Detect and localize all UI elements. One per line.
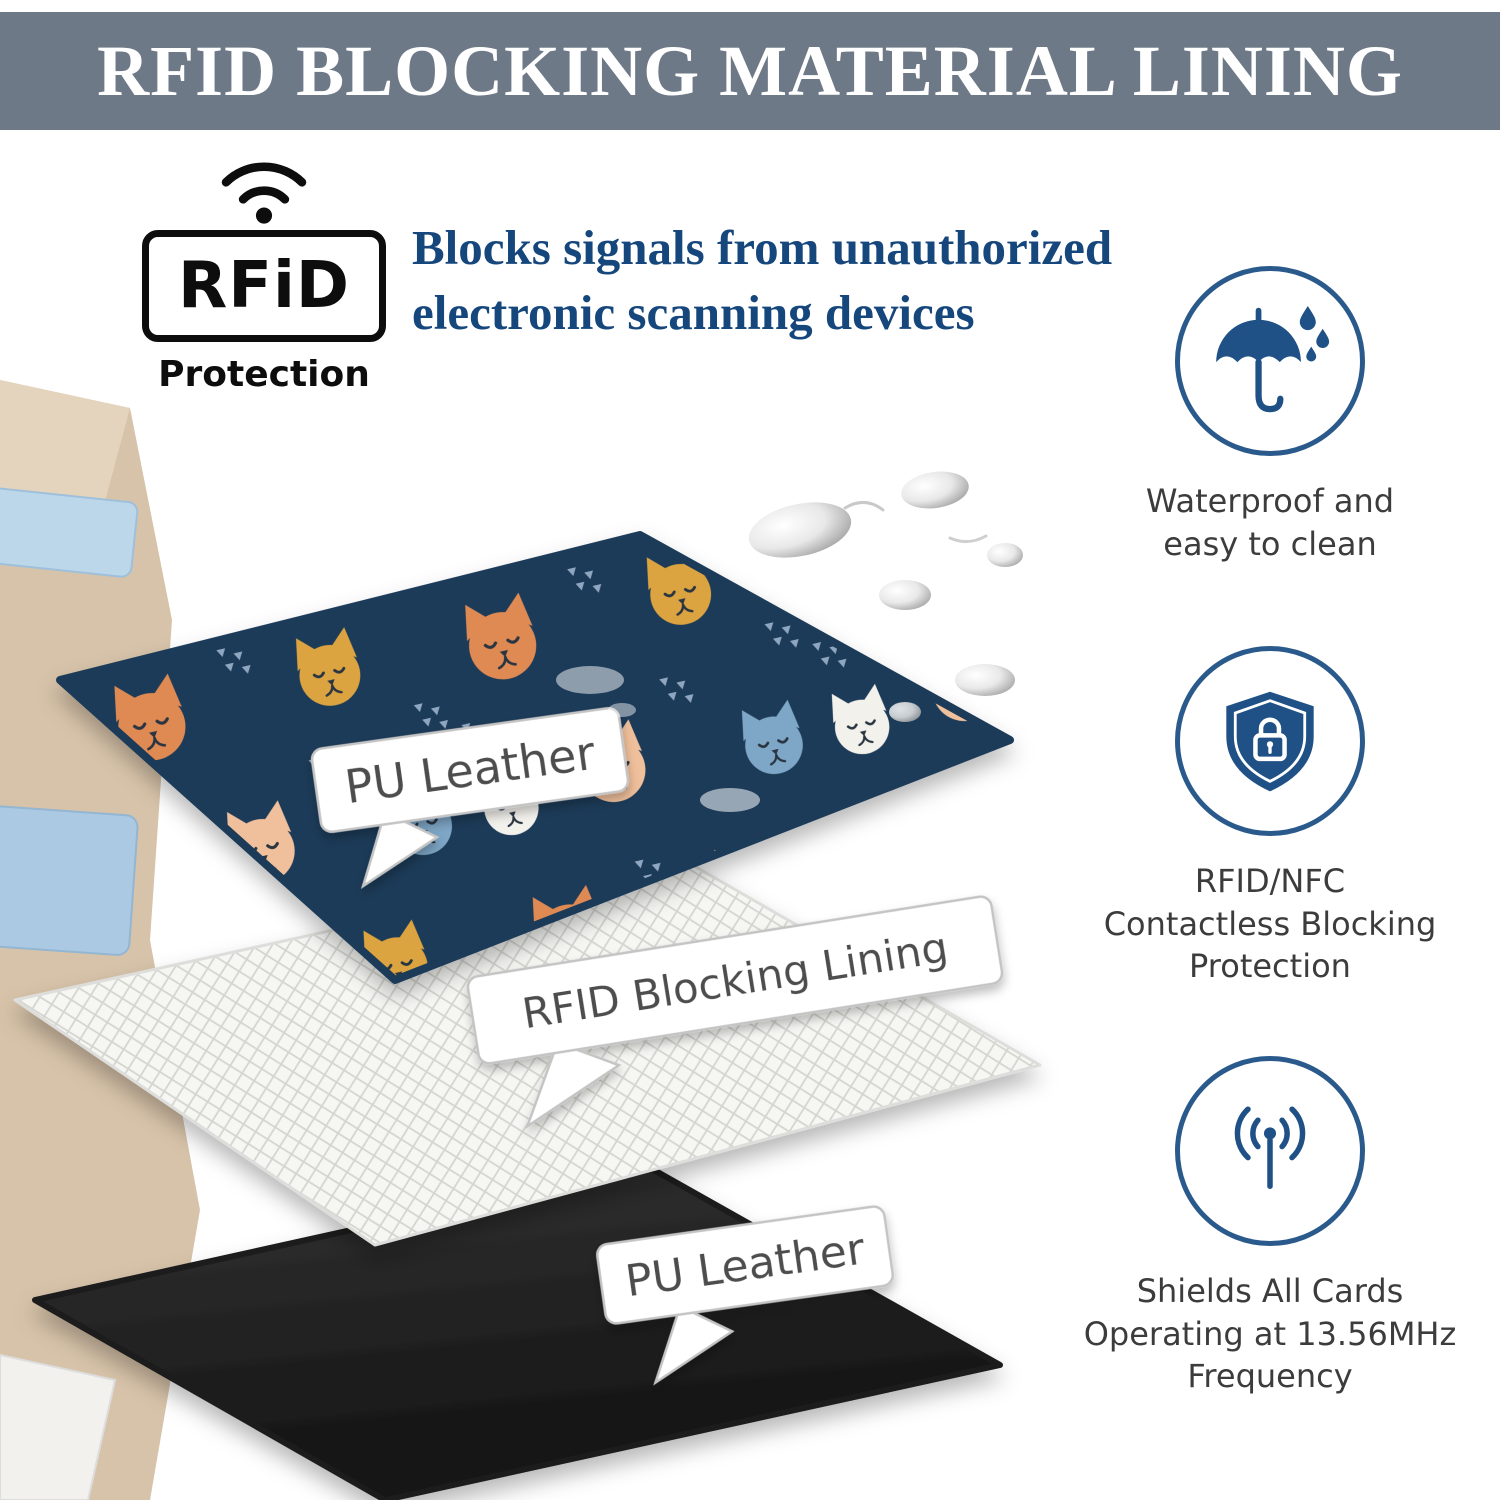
wallet-card-blue-1 [0, 485, 139, 578]
wallet-card-white [0, 1353, 117, 1500]
headline-line1: Blocks signals from unauthorized [412, 220, 1113, 275]
water-droplets [556, 471, 1023, 812]
rfid-badge-box: RFiD [142, 230, 386, 342]
feature-frequency: Shields All Cards Operating at 13.56MHz … [1070, 1056, 1470, 1398]
feature-frequency-caption: Shields All Cards Operating at 13.56MHz … [1083, 1272, 1457, 1396]
banner: RFID BLOCKING MATERIAL LINING [0, 12, 1500, 130]
speech-bubble-top: PU Leather [310, 707, 630, 889]
rfid-badge-sublabel: Protection [158, 354, 370, 395]
nfc-signal-glyph [1234, 1106, 1306, 1189]
rfid-badge-label: RFiD [177, 249, 351, 323]
umbrella-rain-glyph [1216, 306, 1330, 413]
wallet-card-blue-2 [0, 803, 139, 956]
headline-line2: electronic scanning devices [412, 284, 975, 340]
shield-lock-glyph [1226, 691, 1314, 792]
umbrella-rain-icon [1175, 266, 1365, 456]
shield-lock-icon [1175, 646, 1365, 836]
feature-rfid-blocking: RFID/NFC Contactless Blocking Protection [1070, 646, 1470, 988]
nfc-signal-icon [1175, 1056, 1365, 1246]
rfid-protection-badge: RFiD Protection [118, 150, 410, 395]
headline: Blocks signals from unauthorized electro… [412, 216, 1112, 345]
rfid-signal-icon [221, 162, 307, 224]
layers-diagram: PU Leather RFID Blocking Lining PU Leath… [0, 380, 1042, 1500]
feature-rfid-caption: RFID/NFC Contactless Blocking Protection [1103, 862, 1437, 986]
feature-waterproof-caption: Waterproof and easy to clean [1145, 482, 1395, 563]
speech-bubble-bottom: PU Leather [596, 1205, 894, 1386]
feature-waterproof: Waterproof and easy to clean [1070, 266, 1470, 565]
banner-title: RFID BLOCKING MATERIAL LINING [97, 30, 1403, 111]
